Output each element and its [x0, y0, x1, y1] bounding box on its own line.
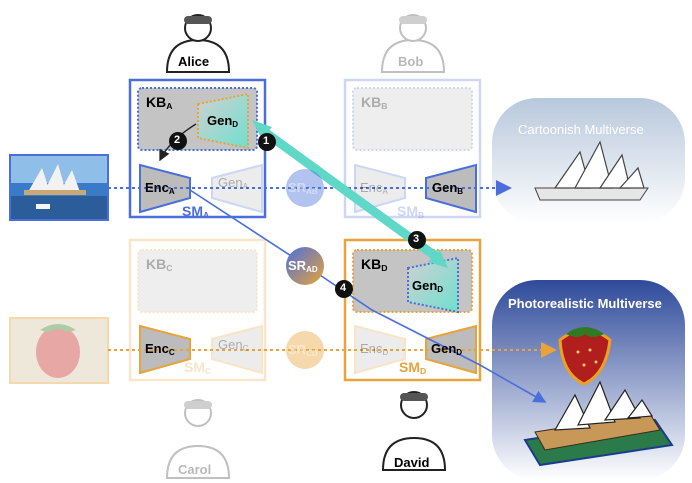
kb-b-box: [352, 87, 473, 151]
sr-ad-label: SRAD: [288, 258, 318, 274]
kb-d-label: KBD: [361, 256, 388, 274]
generator-d-label: GenD: [431, 341, 463, 357]
step-2-number: 2: [174, 134, 181, 146]
sr-ab-circle: [286, 169, 324, 207]
channel-ad: [189, 189, 547, 403]
step-4-badge: [335, 280, 353, 298]
sm-b-box: [343, 78, 482, 219]
david-avatar: [381, 391, 447, 471]
encoder-b-label: EncA: [360, 180, 388, 196]
step-3-badge: [408, 231, 426, 249]
gen-d-in-kb-a: [197, 92, 249, 150]
step-1-number: 1: [263, 135, 270, 147]
sr-ad-circle: [286, 247, 324, 285]
carol-name: Carol: [178, 462, 212, 477]
kb-c-box: [137, 249, 258, 313]
photorealistic-multiverse-title: Photorealistic Multiverse: [508, 296, 662, 311]
gen-d-kb-a-label: GenD: [207, 113, 239, 129]
photorealistic-opera-house-image: [523, 380, 674, 467]
sm-d-label: SMD: [399, 359, 427, 377]
sr-cd-circle: [286, 331, 324, 369]
photorealistic-strawberry-image: [558, 327, 612, 386]
gen-d-kb-d-label: GenD: [412, 278, 444, 294]
step-4-number: 4: [340, 282, 347, 294]
sm-c-box: [128, 238, 267, 382]
step-1-badge: [258, 133, 276, 151]
kb-a-label: KBA: [146, 94, 173, 112]
kb-b-label: KBB: [361, 94, 388, 112]
sr-ab-label: SRAB: [288, 180, 318, 196]
sm-b-label: SMB: [397, 203, 425, 221]
alice-name: Alice: [178, 54, 210, 69]
generator-b-label: GenB: [432, 180, 464, 196]
generator-a-label: GenA: [218, 175, 248, 191]
step-2-badge: [169, 132, 187, 150]
strawberry-photo: [9, 317, 109, 384]
sm-c-label: SMC: [184, 359, 212, 377]
alice-avatar: [165, 14, 231, 73]
bob-avatar: [380, 14, 446, 73]
generator-c-label: GenC: [218, 337, 249, 353]
sydney-opera-house-photo: [9, 154, 109, 221]
cartoonish-opera-house-image: [534, 140, 649, 201]
david-name: David: [394, 455, 430, 470]
cartoonish-multiverse-panel: [492, 98, 685, 223]
carol-avatar: [165, 399, 231, 479]
encoder-a-label: EncA: [145, 180, 175, 196]
sr-cd-label: SRCD: [288, 342, 318, 358]
bob-name: Bob: [398, 54, 424, 69]
encoder-d-label: EncD: [360, 341, 389, 357]
sm-a-label: SMA: [182, 203, 210, 221]
cartoonish-multiverse-title: Cartoonish Multiverse: [518, 122, 644, 137]
step-3-number: 3: [413, 233, 420, 245]
kb-c-label: KBC: [146, 256, 173, 274]
encoder-c-label: EncC: [145, 341, 175, 357]
